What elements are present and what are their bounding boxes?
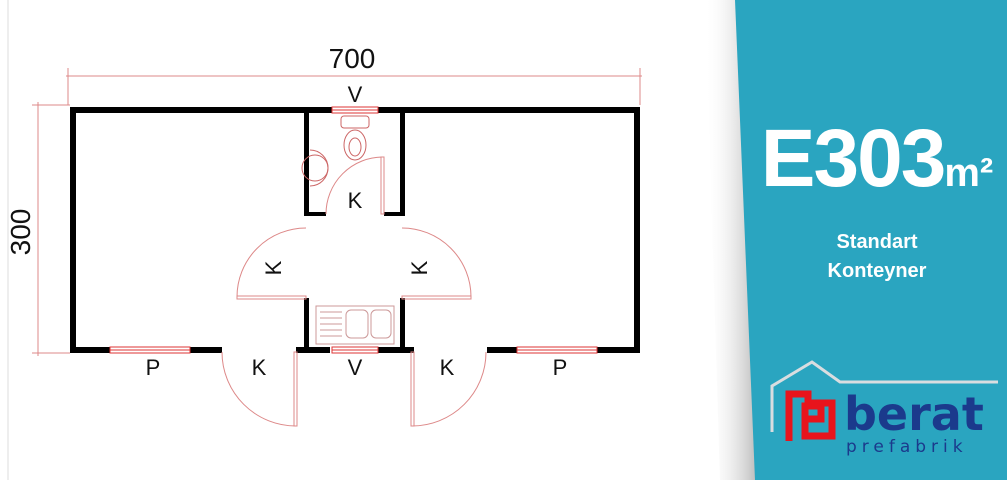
height-dimension-label: 300: [5, 209, 36, 256]
sink-icon: [301, 149, 329, 187]
model-code: E303: [760, 113, 947, 204]
floor-plan: 700 300: [5, 0, 642, 480]
logo-mark-icon: [785, 390, 836, 441]
windows: [109, 106, 598, 354]
door-label-entry-right: K: [440, 355, 455, 380]
dimension-height: [32, 102, 70, 356]
dimension-width: [66, 68, 642, 105]
doors: [221, 156, 487, 427]
window-label-top: V: [348, 82, 363, 107]
door-label-left-room: K: [261, 260, 286, 275]
door-label-right-room: K: [407, 260, 432, 275]
berat-prefabrik-logo: berat prefabrik: [770, 360, 998, 457]
window-label-bottom: V: [348, 355, 363, 380]
subtitle-line-1: Standart: [836, 231, 918, 253]
window-label-right: P: [553, 355, 568, 380]
door-label-wc: K: [348, 188, 363, 213]
toilet-icon: [340, 115, 370, 161]
model-unit: m²: [944, 151, 994, 195]
model-title: E303m²: [752, 112, 1002, 206]
subtitle-line-2: Konteyner: [827, 260, 927, 282]
width-dimension-label: 700: [329, 43, 376, 74]
walls: [70, 107, 640, 353]
model-subtitle: Standart Konteyner: [752, 228, 1002, 286]
kitchen-sink-icon: [315, 305, 395, 345]
logo-tagline: prefabrik: [846, 437, 968, 457]
door-label-entry-left: K: [252, 355, 267, 380]
logo-wordmark: berat: [844, 387, 984, 441]
window-label-left: P: [146, 355, 161, 380]
